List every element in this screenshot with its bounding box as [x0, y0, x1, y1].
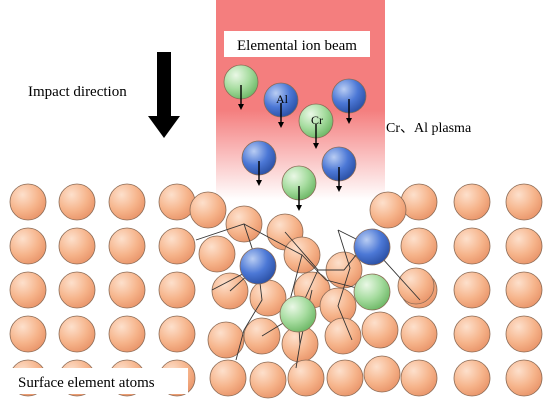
beam-label-box: [224, 31, 370, 57]
surface-atom: [9, 271, 47, 309]
incoming-ions: [223, 64, 367, 211]
ion-arrowhead: [346, 118, 352, 124]
surface-atom: [207, 321, 245, 359]
surface-atom: [189, 191, 227, 229]
ion-arrowhead: [256, 180, 262, 186]
surface-atom: [326, 359, 364, 397]
surface-atom-grid: [9, 183, 543, 399]
cascade-path: [195, 223, 259, 292]
impact-direction-label: Impact direction: [28, 84, 127, 100]
cascade-path: [337, 229, 353, 341]
cascade-path: [261, 231, 319, 337]
embedded-cr-atom: [279, 295, 317, 333]
surface-atom: [361, 311, 399, 349]
plasma-label: Cr、Al plasma: [386, 121, 472, 136]
ion-arrowhead: [313, 143, 319, 149]
surface-atom: [369, 191, 407, 229]
surface-atom: [400, 359, 438, 397]
surface-atom: [209, 359, 247, 397]
embedded-al-atom: [353, 228, 391, 266]
surface-atom: [108, 271, 146, 309]
surface-atom: [505, 183, 543, 221]
surface-atom: [9, 183, 47, 221]
ion-arrowhead: [336, 186, 342, 192]
surface-atom: [397, 267, 435, 305]
surface-atom: [453, 359, 491, 397]
surface-atom: [158, 315, 196, 353]
surface-atom: [324, 317, 362, 355]
surface-atom: [505, 359, 543, 397]
surface-atom: [363, 355, 401, 393]
surface-atom: [198, 235, 236, 273]
beam-label: Elemental ion beam: [237, 38, 357, 54]
cascade-path: [243, 223, 303, 301]
surface-atom: [58, 315, 96, 353]
surface-atom: [108, 227, 146, 265]
surface-atom: [505, 315, 543, 353]
surface-atom: [58, 183, 96, 221]
ion-arrowhead: [278, 122, 284, 128]
ion-arrowhead: [238, 104, 244, 110]
surface-atom: [249, 361, 287, 399]
al-ion-label: Al: [276, 92, 289, 106]
surface-atom: [505, 227, 543, 265]
surface-atom: [9, 315, 47, 353]
impact-arrow: [148, 52, 180, 138]
surface-atom: [158, 183, 196, 221]
surface-atom: [158, 271, 196, 309]
surface-atom: [453, 227, 491, 265]
surface-atom: [400, 315, 438, 353]
cascade-path: [318, 249, 361, 271]
surface-atom: [400, 227, 438, 265]
surface-atom: [453, 271, 491, 309]
surface-atom: [58, 227, 96, 265]
surface-atom: [58, 271, 96, 309]
surface-atom: [505, 271, 543, 309]
surface-atom: [9, 227, 47, 265]
surface-atom: [453, 183, 491, 221]
implanted-ions: [239, 228, 391, 333]
ion-arrowhead: [296, 205, 302, 211]
surface-atom: [158, 227, 196, 265]
cr-ion-label: Cr: [311, 113, 323, 127]
surface-atom: [108, 315, 146, 353]
surface-atom: [453, 315, 491, 353]
surface-atom: [287, 359, 325, 397]
surface-atom: [400, 183, 438, 221]
embedded-cr-atom: [353, 273, 391, 311]
surface-atoms-label: Surface element atoms: [18, 375, 155, 391]
surface-label-box: [8, 368, 188, 394]
embedded-al-atom: [239, 247, 277, 285]
surface-atom: [108, 183, 146, 221]
